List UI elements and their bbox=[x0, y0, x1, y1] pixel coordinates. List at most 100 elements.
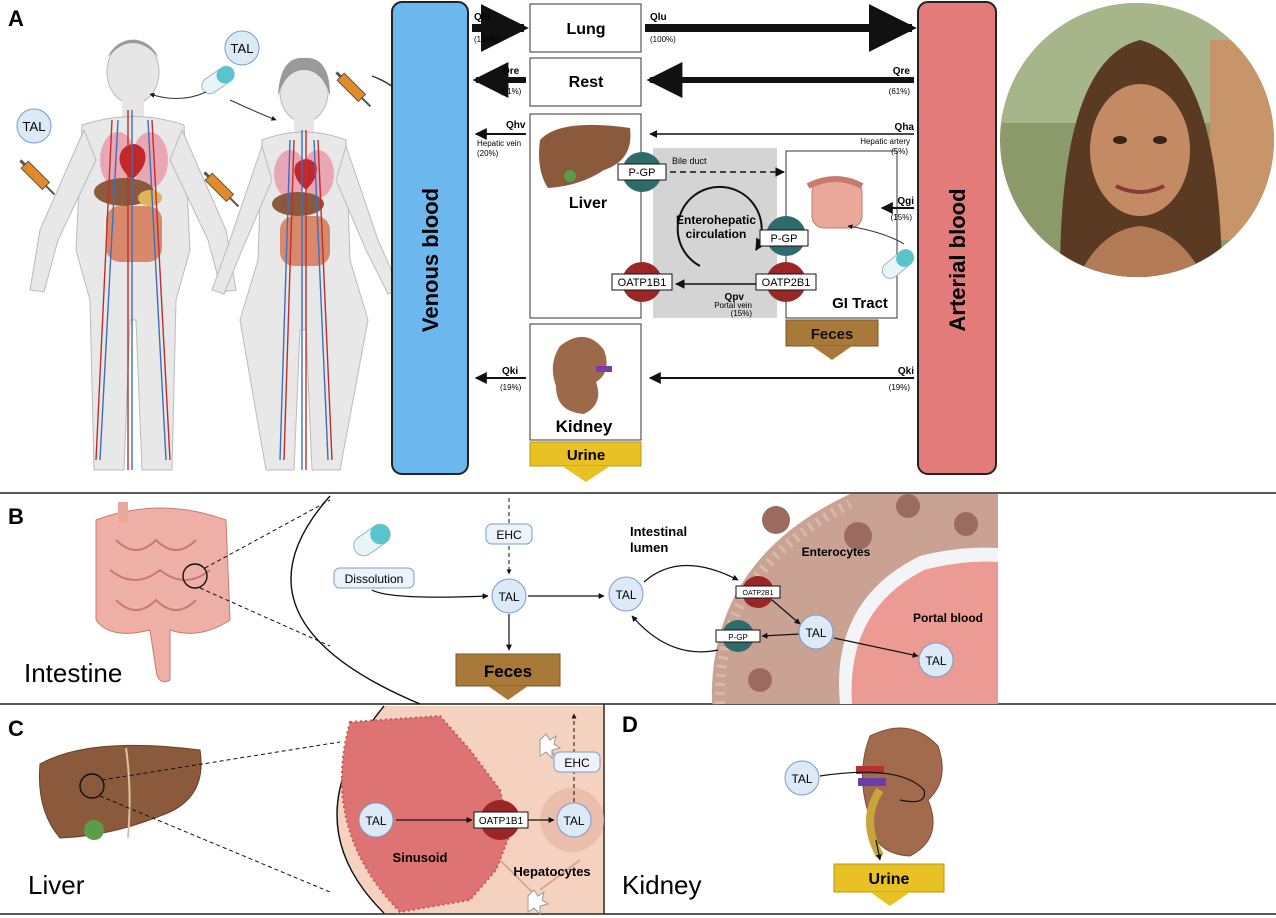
pgp-efflux-arrow bbox=[631, 615, 719, 653]
tal-node: TAL bbox=[798, 614, 834, 650]
capsule-icon bbox=[201, 65, 235, 95]
svg-text:Sinusoid: Sinusoid bbox=[393, 850, 448, 865]
dosing-arrow bbox=[149, 91, 207, 99]
svg-text:Rest: Rest bbox=[569, 74, 604, 91]
svg-text:EHC: EHC bbox=[496, 528, 522, 542]
enterocytes-label: Enterocytes bbox=[802, 545, 871, 559]
zoom-line bbox=[199, 587, 331, 647]
qki-pct: (19%) bbox=[500, 383, 522, 392]
svg-text:TAL: TAL bbox=[805, 626, 826, 640]
tal-node: TAL bbox=[608, 576, 644, 612]
kidney-compartment: Kidney bbox=[529, 323, 642, 441]
tal-bubble: TAL bbox=[224, 30, 260, 66]
syringe-icon bbox=[19, 159, 56, 196]
qpv-pct: (15%) bbox=[731, 309, 753, 318]
venous-blood-compartment: Venous blood bbox=[391, 1, 469, 475]
qre-label: Qre bbox=[502, 66, 520, 77]
intestinal-lumen-label: Intestinal bbox=[630, 524, 687, 539]
dissolution-arrow bbox=[371, 589, 489, 600]
panel-label-b: B bbox=[8, 504, 24, 529]
svg-text:Urine: Urine bbox=[869, 871, 910, 888]
oatp2b1-transporter: OATP2B1 bbox=[735, 576, 781, 608]
qha-pct: (5%) bbox=[891, 147, 908, 156]
syringe-icon bbox=[203, 171, 240, 208]
capsule-icon bbox=[353, 523, 391, 557]
tal-node: TAL bbox=[358, 802, 394, 838]
svg-text:Urine: Urine bbox=[567, 447, 605, 464]
arterial-blood-compartment: Arterial blood bbox=[917, 1, 997, 475]
qhv-pct: (20%) bbox=[477, 149, 499, 158]
intestinal-lumen-label: lumen bbox=[630, 540, 668, 555]
feces-output: Feces bbox=[785, 319, 879, 360]
qlu-pct: (100%) bbox=[474, 35, 500, 44]
svg-text:TAL: TAL bbox=[925, 654, 946, 668]
feces-output: Feces bbox=[455, 653, 561, 700]
svg-text:OATP2B1: OATP2B1 bbox=[762, 277, 811, 289]
syringe-icon bbox=[335, 71, 372, 108]
zoom-lens-outline bbox=[290, 495, 421, 705]
qha-sub: Hepatic artery bbox=[860, 137, 910, 146]
portal-blood-vessel: Portal blood bbox=[839, 547, 998, 704]
liver-illustration bbox=[38, 744, 202, 840]
tal-bubble: TAL bbox=[16, 108, 52, 144]
urine-output: Urine bbox=[529, 441, 642, 482]
svg-text:Lung: Lung bbox=[566, 21, 605, 38]
qgi-pct: (15%) bbox=[891, 213, 913, 222]
svg-text:Portal blood: Portal blood bbox=[913, 611, 983, 625]
svg-text:Feces: Feces bbox=[811, 326, 854, 343]
dissolution-box: Dissolution bbox=[333, 567, 415, 589]
rest-compartment: Rest bbox=[529, 57, 642, 107]
kidney-label: Kidney bbox=[622, 870, 702, 900]
svg-text:TAL: TAL bbox=[498, 590, 519, 604]
qha-label: Qha bbox=[895, 122, 915, 133]
svg-text:P-GP: P-GP bbox=[728, 633, 748, 642]
qre-label: Qre bbox=[893, 66, 911, 77]
pgp-transporter: P-GP bbox=[715, 620, 761, 652]
svg-text:Venous blood: Venous blood bbox=[418, 188, 443, 332]
capsule-icon bbox=[881, 249, 915, 279]
svg-text:TAL: TAL bbox=[791, 772, 812, 786]
svg-text:TAL: TAL bbox=[365, 814, 386, 828]
svg-text:Feces: Feces bbox=[484, 662, 532, 681]
lumen-to-oatp-arrow bbox=[643, 564, 739, 583]
svg-text:TAL: TAL bbox=[563, 814, 584, 828]
male-body-illustration bbox=[29, 39, 237, 471]
qhv-label: Qhv bbox=[506, 120, 526, 131]
oatp2b1-transporter-gi: OATP2B1 bbox=[755, 262, 817, 302]
zoom-line bbox=[101, 741, 341, 781]
enterohepatic-circulation-region: Enterohepatic circulation bbox=[653, 148, 777, 318]
intestine-illustration bbox=[95, 502, 231, 683]
cell-to-portal-arrow bbox=[833, 637, 919, 658]
ehc-box: EHC bbox=[485, 523, 533, 545]
qgi-label: Qgi bbox=[897, 196, 914, 207]
ehc-box: EHC bbox=[553, 751, 601, 773]
oral-dose-arrow bbox=[847, 224, 905, 245]
liver-label: Liver bbox=[28, 870, 85, 900]
cell-to-pgp-arrow bbox=[761, 632, 801, 639]
qki-pct: (19%) bbox=[889, 383, 911, 392]
female-body-illustration bbox=[211, 57, 401, 471]
svg-text:circulation: circulation bbox=[686, 227, 747, 241]
svg-text:GI Tract: GI Tract bbox=[832, 295, 888, 312]
svg-text:TAL: TAL bbox=[231, 41, 254, 56]
qre-pct: (61%) bbox=[889, 87, 911, 96]
portrait-photo bbox=[1000, 3, 1274, 277]
svg-text:Liver: Liver bbox=[569, 195, 607, 212]
bile-duct-label: Bile duct bbox=[672, 156, 707, 166]
tal-node: TAL bbox=[784, 760, 820, 796]
kidney-illustration bbox=[819, 727, 943, 858]
bile-canaliculus-star bbox=[527, 889, 550, 916]
zoom-line bbox=[204, 499, 331, 569]
panel-label-d: D bbox=[622, 712, 638, 737]
panel-label-c: C bbox=[8, 716, 24, 741]
panel-label-a: A bbox=[8, 6, 24, 31]
tal-node: TAL bbox=[918, 642, 954, 678]
qhv-sub: Hepatic vein bbox=[477, 139, 521, 148]
hepatocytes-label: Hepatocytes bbox=[513, 864, 590, 879]
svg-text:OATP1B1: OATP1B1 bbox=[479, 816, 524, 827]
qlu-label: Qlu bbox=[650, 12, 667, 23]
tal-node: TAL bbox=[491, 578, 527, 614]
qre-pct: (61%) bbox=[500, 87, 522, 96]
svg-text:OATP1B1: OATP1B1 bbox=[618, 277, 667, 289]
